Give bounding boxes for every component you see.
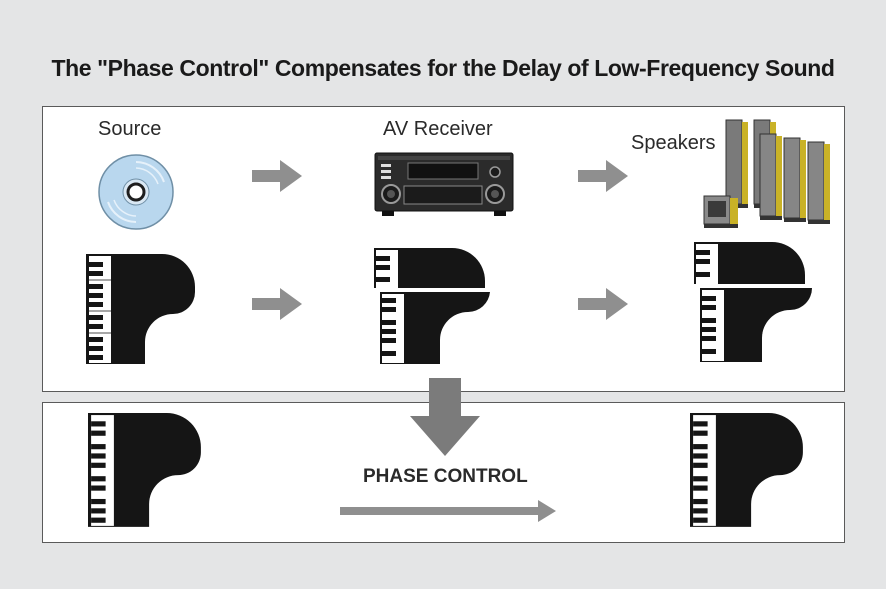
phase-control-label: PHASE CONTROL xyxy=(363,466,528,487)
right-arrow-icon xyxy=(578,160,628,192)
cd-disc-icon xyxy=(98,154,174,230)
av-receiver-icon xyxy=(374,152,514,216)
right-arrow-icon xyxy=(578,288,628,320)
right-arrow-icon xyxy=(252,288,302,320)
diagram-title: The "Phase Control" Compensates for the … xyxy=(51,55,835,81)
grand-piano-split-icon xyxy=(374,248,490,364)
speakers-label: Speakers xyxy=(631,132,716,154)
grand-piano-icon xyxy=(690,413,803,527)
down-arrow-icon xyxy=(410,378,480,456)
grand-piano-icon xyxy=(88,413,201,527)
source-label: Source xyxy=(98,118,162,140)
grand-piano-icon xyxy=(86,254,195,364)
right-arrow-icon xyxy=(252,160,302,192)
grand-piano-split-icon xyxy=(694,242,812,362)
phase-control-arrow-icon xyxy=(340,500,556,522)
speaker-system-icon xyxy=(703,119,830,228)
av-receiver-label: AV Receiver xyxy=(383,118,493,140)
